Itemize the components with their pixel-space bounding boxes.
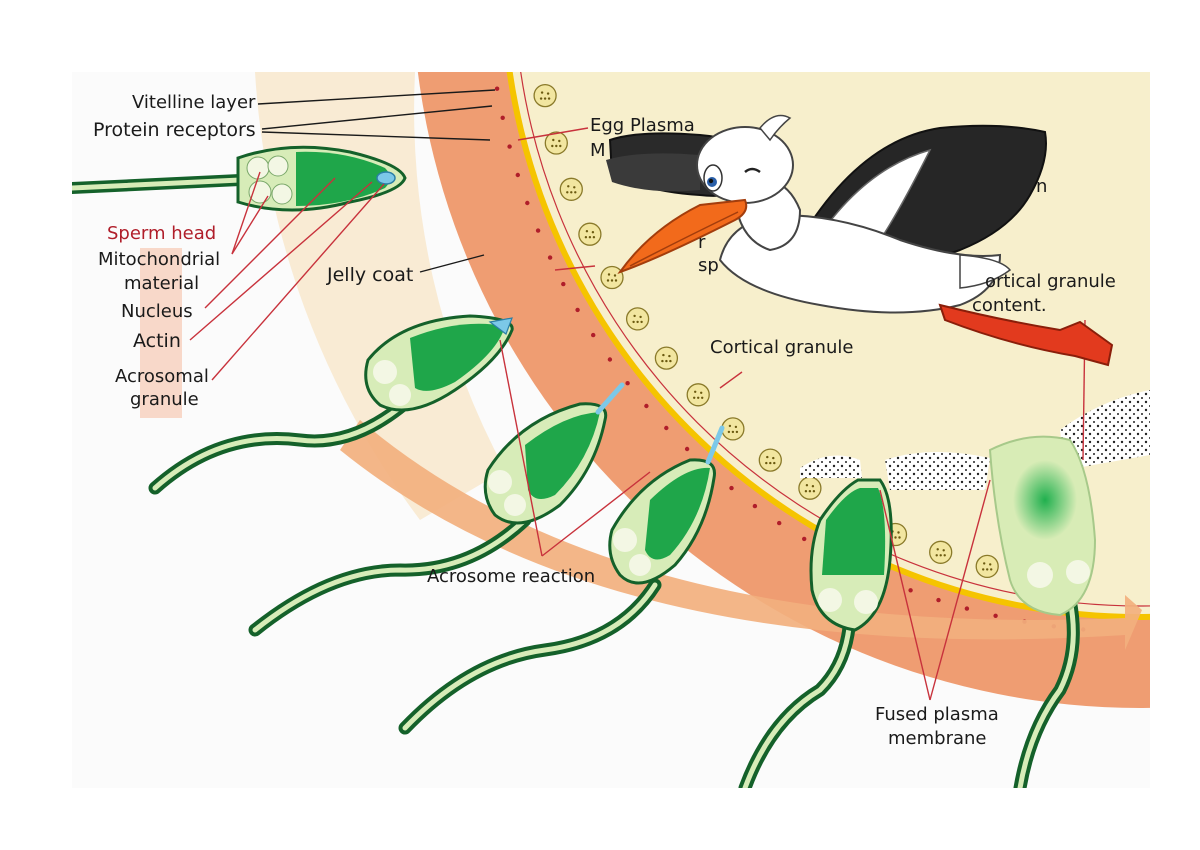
receptor-dot bbox=[664, 425, 669, 431]
label-protein-receptors: Protein receptors bbox=[93, 119, 256, 141]
cortical-granule bbox=[975, 554, 999, 579]
stork-cartoon-icon bbox=[606, 114, 1114, 367]
label-cortical-content-line2: content. bbox=[972, 295, 1047, 316]
receptor-dot bbox=[591, 332, 596, 338]
cortical-granule bbox=[686, 383, 710, 407]
cortical-granule bbox=[929, 540, 953, 564]
sperm-labeled bbox=[72, 145, 407, 212]
cortical-granule bbox=[600, 265, 624, 290]
label-cortical-granule: Cortical granule bbox=[710, 337, 853, 358]
receptor-dot bbox=[535, 228, 541, 233]
receptor-dot bbox=[547, 255, 553, 260]
cortical-granule bbox=[721, 417, 745, 441]
receptor-dot bbox=[494, 86, 500, 91]
label-mitochondrial-line2: material bbox=[124, 273, 199, 294]
black-pointer-lines bbox=[257, 89, 496, 273]
egg-plasma-membrane bbox=[520, 72, 1150, 607]
label-egg-plasma-line2: M bbox=[590, 140, 606, 161]
red-pointer-lines bbox=[189, 127, 1086, 701]
label-acrosome-reaction: Acrosome reaction bbox=[427, 566, 595, 587]
receptor-dot bbox=[607, 357, 613, 362]
receptor-dot bbox=[908, 588, 913, 593]
sperm-2 bbox=[148, 314, 514, 495]
receptor-dot bbox=[488, 28, 492, 32]
label-mitochondrial-line1: Mitochondrial bbox=[98, 249, 220, 270]
receptor-dot bbox=[729, 485, 734, 491]
label-egg-plasma-line1: Egg Plasma bbox=[590, 115, 695, 136]
cortical-granule bbox=[578, 222, 602, 246]
receptor-dot bbox=[802, 536, 807, 542]
label-partial-2: sp bbox=[698, 255, 719, 276]
sperm-4 bbox=[398, 425, 725, 735]
label-partial-3: n bbox=[1036, 176, 1047, 197]
cortical-granule bbox=[559, 177, 583, 201]
sperm-6 bbox=[988, 435, 1097, 788]
label-highlight-box bbox=[140, 248, 182, 418]
cortical-granule bbox=[533, 83, 557, 108]
label-actin: Actin bbox=[133, 330, 181, 352]
receptor-dot bbox=[525, 200, 530, 206]
label-fused-line2: membrane bbox=[888, 728, 986, 749]
receptor-dot bbox=[964, 606, 970, 611]
cortical-granule bbox=[798, 476, 822, 500]
receptor-dot bbox=[500, 115, 505, 121]
sperm-5 bbox=[738, 478, 893, 788]
label-partial-1: r bbox=[698, 232, 706, 253]
receptor-dot bbox=[936, 597, 941, 603]
granule-content-2 bbox=[885, 451, 990, 490]
receptor-dot bbox=[491, 57, 495, 61]
label-fused-line1: Fused plasma bbox=[875, 704, 999, 725]
cortical-granule bbox=[544, 131, 568, 155]
sperm-3 bbox=[248, 382, 625, 637]
receptor-dot bbox=[777, 520, 782, 526]
receptor-dot bbox=[507, 144, 512, 149]
label-jelly-coat: Jelly coat bbox=[326, 264, 413, 286]
label-sperm-head: Sperm head bbox=[107, 223, 216, 244]
receptor-dot bbox=[644, 403, 649, 409]
receptor-dot bbox=[515, 172, 520, 178]
cortical-granule bbox=[625, 307, 650, 331]
label-cortical-content-line1: ortical granule bbox=[985, 271, 1116, 292]
label-vitelline-layer: Vitelline layer bbox=[132, 92, 256, 113]
label-acrosomal-line2: granule bbox=[130, 389, 199, 410]
receptor-dot bbox=[993, 613, 998, 618]
receptor-dot bbox=[561, 281, 566, 287]
receptor-dot bbox=[625, 381, 630, 386]
granule-content-1 bbox=[800, 455, 862, 478]
cortical-granule bbox=[654, 346, 679, 370]
labels: Vitelline layer Protein receptors Egg Pl… bbox=[93, 92, 1116, 749]
receptor-dot bbox=[684, 446, 690, 452]
label-acrosomal-line1: Acrosomal bbox=[115, 366, 209, 387]
receptor-dot bbox=[575, 307, 580, 313]
cortical-granule bbox=[758, 448, 782, 472]
label-nucleus: Nucleus bbox=[121, 301, 193, 322]
receptor-dot bbox=[752, 503, 758, 509]
